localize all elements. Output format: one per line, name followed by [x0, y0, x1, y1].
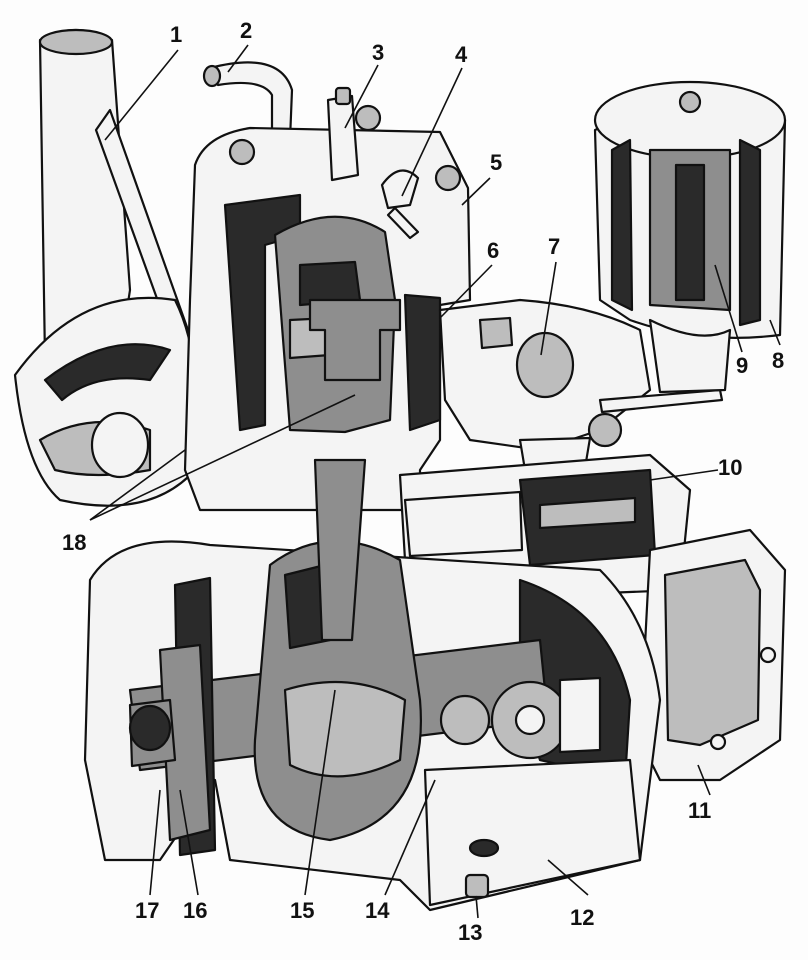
callout-18: 18	[62, 530, 86, 555]
drain-plug	[464, 873, 490, 899]
callout-7: 7	[548, 234, 560, 259]
callout-5: 5	[490, 150, 502, 175]
callout-11: 11	[688, 798, 711, 823]
callout-17: 17	[135, 898, 159, 923]
callout-9: 9	[736, 353, 748, 378]
air-filter	[593, 80, 787, 394]
callout-3: 3	[372, 40, 384, 65]
fuel-pump	[438, 298, 724, 472]
pulley	[128, 576, 217, 857]
callout-13: 13	[458, 920, 482, 945]
callout-8: 8	[772, 348, 784, 373]
callout-16: 16	[183, 898, 207, 923]
callout-14: 14	[365, 898, 390, 923]
fan-housing	[13, 296, 199, 507]
callout-10: 10	[718, 455, 742, 480]
callout-labels: 1 2 3 4 5 6 7 8 9 10 11 12 13 14 15 16 1…	[62, 18, 784, 945]
callout-4: 4	[455, 42, 468, 67]
side-cover	[638, 528, 787, 782]
exhaust-pipe	[38, 28, 190, 362]
callout-1: 1	[170, 22, 182, 47]
callout-2: 2	[240, 18, 252, 43]
cylinder-block	[183, 126, 472, 512]
callout-15: 15	[290, 898, 314, 923]
crankshaft	[128, 458, 550, 842]
callout-12: 12	[570, 905, 594, 930]
timing-gear	[439, 676, 602, 760]
callout-6: 6	[487, 238, 499, 263]
leader-lines	[89, 44, 781, 919]
